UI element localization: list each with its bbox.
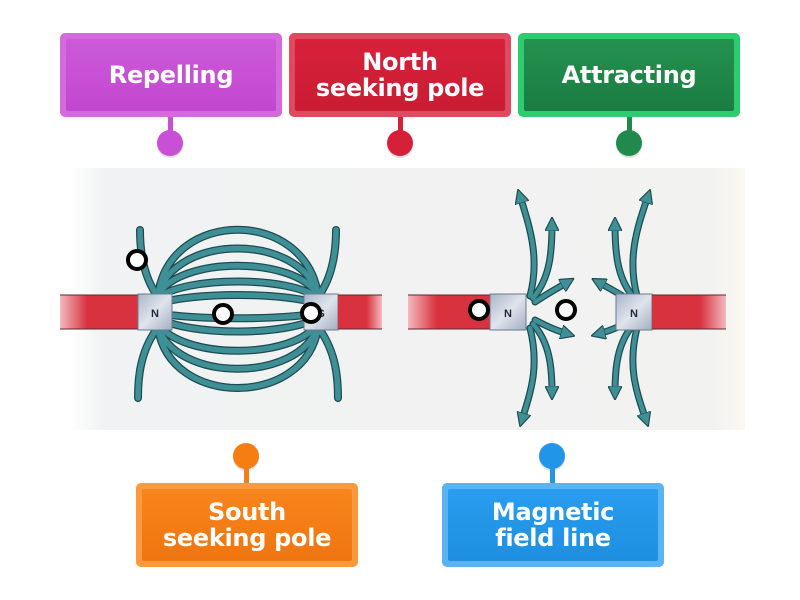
pin-stem-repelling [168, 117, 173, 137]
hotspot-north-pole[interactable] [468, 299, 490, 321]
label-magnetic-line1: Magnetic [491, 497, 615, 526]
hotspot-attracting[interactable] [212, 303, 234, 325]
label-north-line2: seeking pole [315, 74, 485, 102]
pin-stem-south [244, 462, 249, 484]
right-magnet-right: N [615, 293, 726, 331]
field-line [630, 196, 648, 299]
label-south-line2: seeking pole [162, 524, 332, 552]
label-north-line1: North [362, 47, 438, 76]
label-repelling[interactable]: Repelling [60, 33, 282, 117]
left-magnet-n: N [60, 293, 173, 331]
field-line [615, 224, 637, 301]
label-attracting[interactable]: Attracting [518, 33, 740, 117]
label-repelling-text: Repelling [108, 60, 234, 89]
pin-dot-attracting[interactable] [616, 130, 642, 156]
label-south-line1: South [208, 497, 286, 526]
pin-stem-north [398, 117, 403, 137]
field-line [532, 317, 568, 334]
hotspot-repelling[interactable] [555, 299, 577, 321]
pin-dot-north[interactable] [387, 130, 413, 156]
drop-targets [126, 249, 577, 325]
pin-stem-magnetic [550, 462, 555, 484]
field-line [520, 196, 537, 299]
hotspot-south-pole[interactable] [300, 302, 322, 324]
field-line [530, 224, 552, 301]
field-line [530, 321, 552, 393]
left-pole-n: N [151, 308, 159, 320]
field-line [522, 325, 537, 420]
label-attracting-text: Attracting [561, 60, 697, 89]
field-line [630, 325, 646, 420]
right-pole-n-left: N [504, 308, 512, 320]
magnet-field-diagram: N S [60, 168, 745, 430]
right-pole-n-right: N [630, 308, 638, 320]
pin-dot-repelling[interactable] [157, 130, 183, 156]
right-magnet-left: N [408, 293, 527, 331]
pin-stem-attracting [627, 117, 632, 137]
hotspot-field-line[interactable] [126, 249, 148, 271]
label-magnetic-line2: field line [495, 524, 611, 552]
field-line [532, 282, 568, 305]
